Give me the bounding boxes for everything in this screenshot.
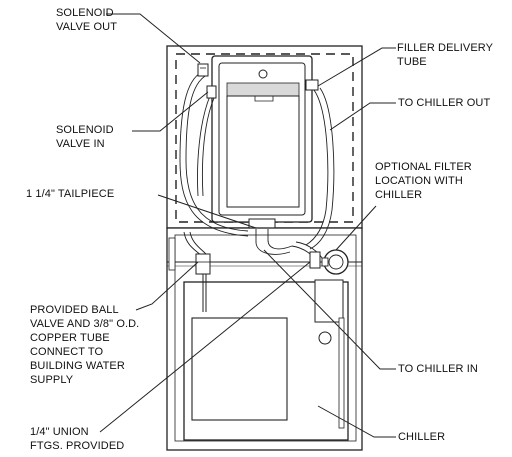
leader-union <box>99 261 311 433</box>
chiller-unit <box>183 279 349 441</box>
leader-chiller-in <box>263 249 396 370</box>
leader-solenoid-in <box>132 91 209 132</box>
ball-valve <box>195 253 211 312</box>
tubing <box>179 71 335 263</box>
label-chiller: CHILLER <box>398 431 446 443</box>
bottle-filler-unit <box>211 55 313 229</box>
label-union: 1/4" UNION FTGS. PROVIDED <box>30 426 125 452</box>
leader-lines <box>99 13 396 438</box>
leader-filter <box>335 205 377 251</box>
leader-filler-delivery <box>317 47 396 87</box>
leader-tailpiece <box>157 194 257 229</box>
leader-chiller-out <box>329 102 396 131</box>
label-optional-filter: OPTIONAL FILTER LOCATION WITH CHILLER <box>375 161 472 201</box>
label-tailpiece: 1 1/4" TAILPIECE <box>26 188 115 200</box>
label-solenoid-valve-out: SOLENOID VALVE OUT <box>56 7 118 33</box>
label-filler-delivery-tube: FILLER DELIVERY TUBE <box>397 42 494 68</box>
leader-solenoid-out <box>106 13 201 64</box>
leader-ball-valve <box>135 261 199 311</box>
fittings <box>195 63 349 312</box>
label-solenoid-valve-in: SOLENOID VALVE IN <box>56 124 114 150</box>
leader-chiller <box>317 405 396 438</box>
union-fitting <box>309 251 321 269</box>
label-to-chiller-in: TO CHILLER IN <box>398 363 478 375</box>
solenoid-valve-out <box>197 63 209 77</box>
label-ball-valve: PROVIDED BALL VALVE AND 3/8" O.D. COPPER… <box>30 304 140 386</box>
solenoid-valve-in <box>206 85 217 99</box>
label-to-chiller-out: TO CHILLER OUT <box>398 97 491 109</box>
filler-delivery-fitting <box>305 79 319 91</box>
